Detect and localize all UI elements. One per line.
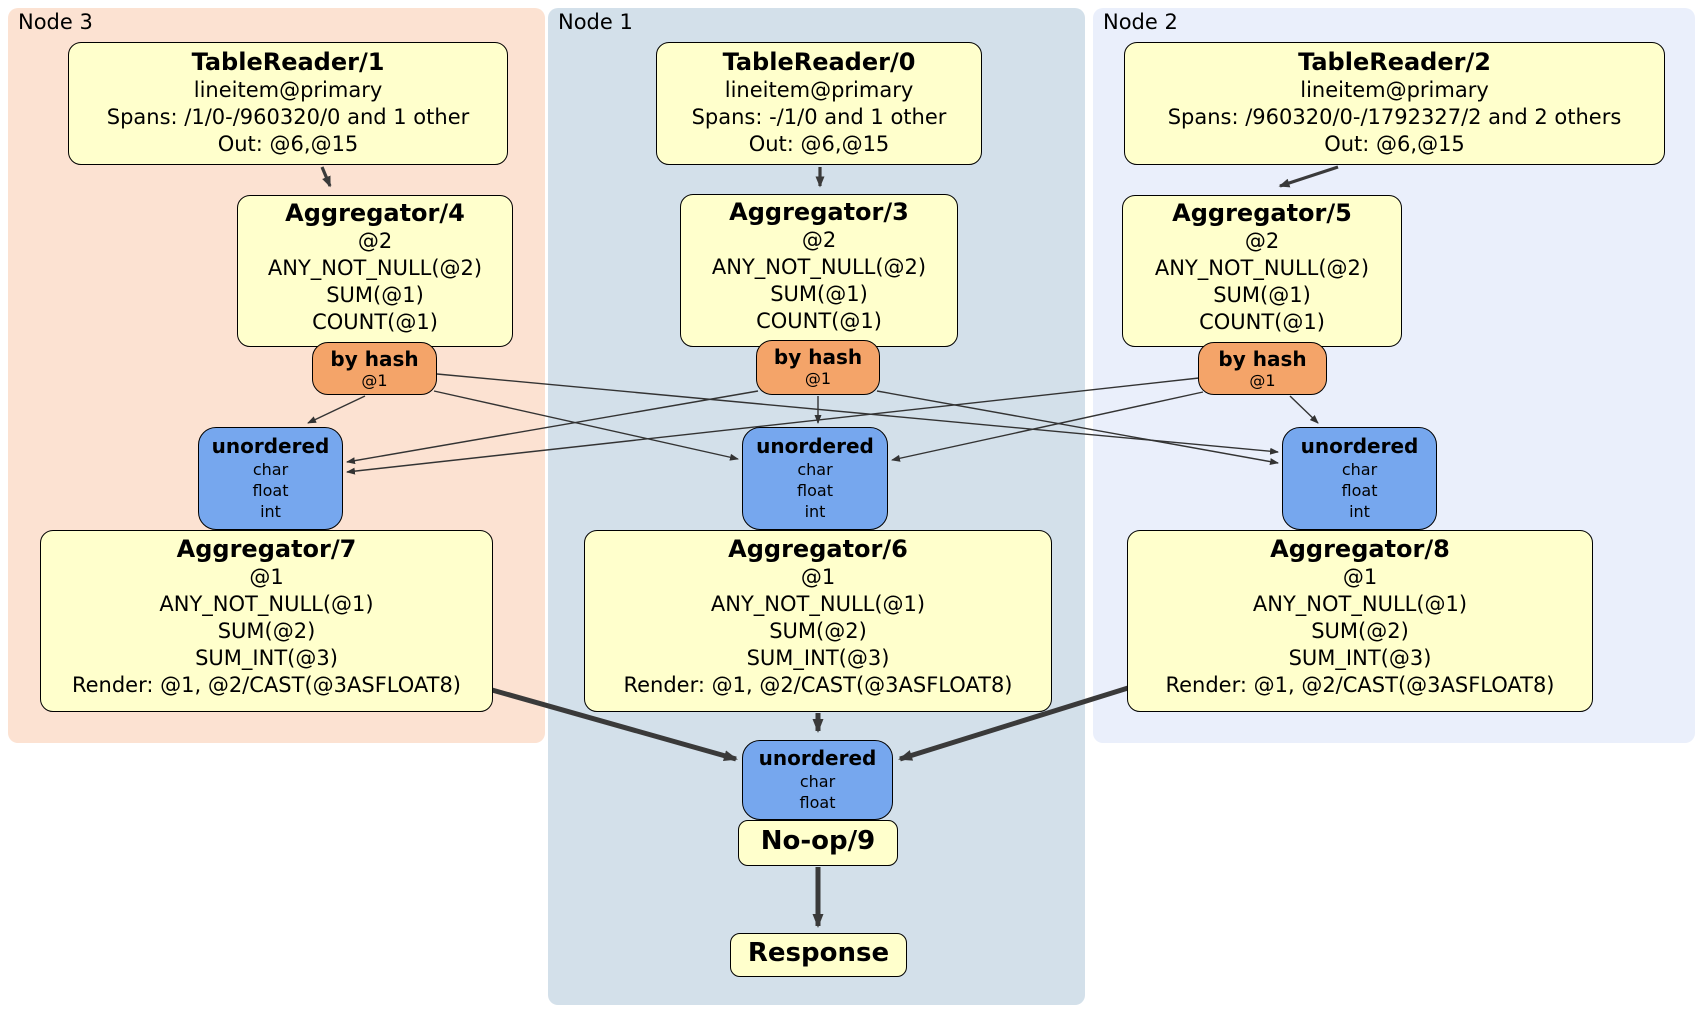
node-detail: ANY_NOT_NULL(@2) [267,256,483,280]
node-title: by hash [773,345,863,369]
node-detail: @2 [801,228,837,252]
node-detail: int [804,502,826,521]
node-detail: @1 [249,565,284,589]
node-detail: lineitem@primary [1300,78,1489,102]
node-detail: Spans: /1/0-/960320/0 and 1 other [106,105,470,129]
node-detail: SUM_INT(@3) [1288,646,1432,670]
node-detail: @1 [1342,565,1378,589]
node-title: Aggregator/3 [729,198,909,226]
node-title: Aggregator/5 [1172,199,1352,227]
node-detail: float [252,481,289,500]
node-detail: @2 [357,229,393,253]
node-detail: COUNT(@1) [756,309,882,333]
node-detail: Spans: -/1/0 and 1 other [691,105,947,129]
node-detail: char [797,460,833,479]
node-detail: ANY_NOT_NULL(@1) [1252,592,1468,616]
node-detail: int [1349,502,1370,521]
node-detail: Out: @6,@15 [748,132,890,156]
node-detail: SUM_INT(@3) [195,646,338,670]
node-detail: lineitem@primary [724,78,914,102]
node-detail: char [252,460,289,479]
node-detail: SUM(@1) [770,282,868,306]
node-response: Response [730,933,907,977]
node-detail: float [797,481,833,500]
node-detail: char [799,772,836,791]
node-detail: SUM(@1) [1213,283,1311,307]
node-detail: Spans: /960320/0-/1792327/2 and 2 others [1167,105,1622,129]
node-detail: SUM_INT(@3) [746,646,890,670]
node-detail: @2 [1244,229,1280,253]
node-title: TableReader/2 [1298,48,1491,76]
node-detail: @1 [1249,371,1276,390]
node-detail: COUNT(@1) [1199,310,1325,334]
node-unordered-sync-7: unordered char float int [198,427,343,530]
node-title: unordered [758,746,877,770]
node-tablereader-2: TableReader/2 lineitem@primary Spans: /9… [1124,42,1665,165]
node-detail: int [260,502,281,521]
node-detail: SUM(@1) [326,283,424,307]
node-hash-router-4: by hash @1 [312,342,437,395]
node-detail: Render: @1, @2/CAST(@3ASFLOAT8) [1165,673,1555,697]
node-title: Aggregator/7 [176,535,357,563]
node-unordered-sync-final: unordered char float [742,740,893,820]
node-detail: @1 [804,369,832,388]
node-title: Aggregator/6 [728,535,908,563]
node-detail: Render: @1, @2/CAST(@3ASFLOAT8) [623,673,1013,697]
node-title: No-op/9 [760,826,876,856]
node-hash-router-5: by hash @1 [1198,342,1327,395]
node-detail: COUNT(@1) [312,310,438,334]
node-detail: SUM(@2) [769,619,867,643]
node-detail: ANY_NOT_NULL(@2) [1154,256,1370,280]
panel-label-node1: Node 1 [558,10,633,34]
node-unordered-sync-8: unordered char float int [1282,427,1437,530]
node-noop-9: No-op/9 [738,820,898,866]
panel-label-node3: Node 3 [18,10,93,34]
node-detail: Out: @6,@15 [1324,132,1465,156]
node-tablereader-0: TableReader/0 lineitem@primary Spans: -/… [656,42,982,165]
node-aggregator-3: Aggregator/3 @2 ANY_NOT_NULL(@2) SUM(@1)… [680,194,958,347]
node-tablereader-1: TableReader/1 lineitem@primary Spans: /1… [68,42,508,165]
node-detail: @1 [800,565,836,589]
node-title: by hash [330,347,419,371]
node-detail: SUM(@2) [217,619,316,643]
node-detail: ANY_NOT_NULL(@2) [711,255,927,279]
node-detail: float [799,793,836,812]
node-aggregator-6: Aggregator/6 @1 ANY_NOT_NULL(@1) SUM(@2)… [584,530,1052,712]
node-detail: @1 [361,371,388,390]
node-title: unordered [211,434,330,458]
node-detail: float [1341,481,1378,500]
node-detail: ANY_NOT_NULL(@1) [710,592,926,616]
node-aggregator-4: Aggregator/4 @2 ANY_NOT_NULL(@2) SUM(@1)… [237,195,513,347]
node-detail: SUM(@2) [1311,619,1409,643]
panel-label-node2: Node 2 [1103,10,1178,34]
node-title: Aggregator/8 [1270,535,1450,563]
node-aggregator-5: Aggregator/5 @2 ANY_NOT_NULL(@2) SUM(@1)… [1122,195,1402,347]
node-aggregator-7: Aggregator/7 @1 ANY_NOT_NULL(@1) SUM(@2)… [40,530,493,712]
node-hash-router-3: by hash @1 [756,340,880,395]
node-detail: ANY_NOT_NULL(@1) [159,592,374,616]
node-title: TableReader/0 [722,48,916,76]
node-title: by hash [1218,347,1307,371]
node-title: TableReader/1 [191,48,385,76]
node-detail: lineitem@primary [193,78,383,102]
node-unordered-sync-6: unordered char float int [742,427,888,530]
node-detail: Render: @1, @2/CAST(@3ASFLOAT8) [71,673,462,697]
node-aggregator-8: Aggregator/8 @1 ANY_NOT_NULL(@1) SUM(@2)… [1127,530,1593,712]
node-detail: Out: @6,@15 [217,132,359,156]
node-detail: char [1341,460,1378,479]
node-title: unordered [756,434,874,458]
node-title: Aggregator/4 [285,199,465,227]
node-title: unordered [1300,434,1419,458]
node-title: Response [747,938,890,968]
